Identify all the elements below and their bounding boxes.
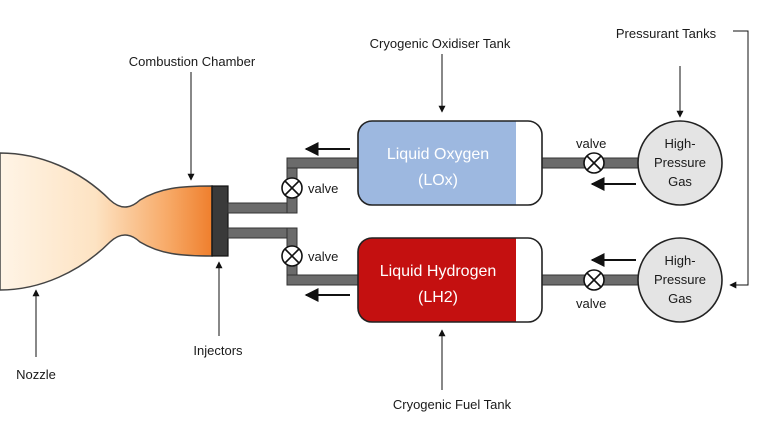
callout-bracket-pressurant <box>729 30 749 289</box>
valve-icon <box>583 269 605 291</box>
pressurant-sphere-bottom: High- Pressure Gas <box>637 237 723 323</box>
pressurant-sphere-top: High- Pressure Gas <box>637 120 723 206</box>
nozzle-body <box>0 152 213 291</box>
pressurant-bottom-line2: Pressure <box>654 272 706 287</box>
injectors-label: Injectors <box>193 343 243 358</box>
pressurant-bottom-line1: High- <box>664 253 695 268</box>
hydrogen-tank-formula: (LH2) <box>418 289 458 306</box>
fuel-tank-label: Cryogenic Fuel Tank <box>393 397 512 412</box>
pressurant-top-line2: Pressure <box>654 155 706 170</box>
valve-label-fuel-pressurant: valve <box>576 296 606 311</box>
pressurant-top-line3: Gas <box>668 174 692 189</box>
oxygen-tank: Liquid Oxygen (LOx) <box>357 120 543 206</box>
oxygen-tank-label: Liquid Oxygen <box>387 146 489 163</box>
valve-icon <box>281 245 303 267</box>
combustion-chamber-label: Combustion Chamber <box>129 54 256 69</box>
valve-label-ox-injector: valve <box>308 181 338 196</box>
pressurant-top-line1: High- <box>664 136 695 151</box>
oxidiser-tank-label: Cryogenic Oxidiser Tank <box>370 36 511 51</box>
oxygen-tank-formula: (LOx) <box>418 172 458 189</box>
pressurant-tanks-label: Pressurant Tanks <box>616 26 717 41</box>
valve-icon <box>583 152 605 174</box>
injector-plate <box>211 185 229 257</box>
valve-label-ox-pressurant: valve <box>576 136 606 151</box>
hydrogen-tank: Liquid Hydrogen (LH2) <box>357 237 543 323</box>
valve-icon <box>281 177 303 199</box>
valve-label-fuel-injector: valve <box>308 249 338 264</box>
hydrogen-tank-label: Liquid Hydrogen <box>380 263 497 280</box>
nozzle-label: Nozzle <box>16 367 56 382</box>
pressurant-bottom-line3: Gas <box>668 291 692 306</box>
